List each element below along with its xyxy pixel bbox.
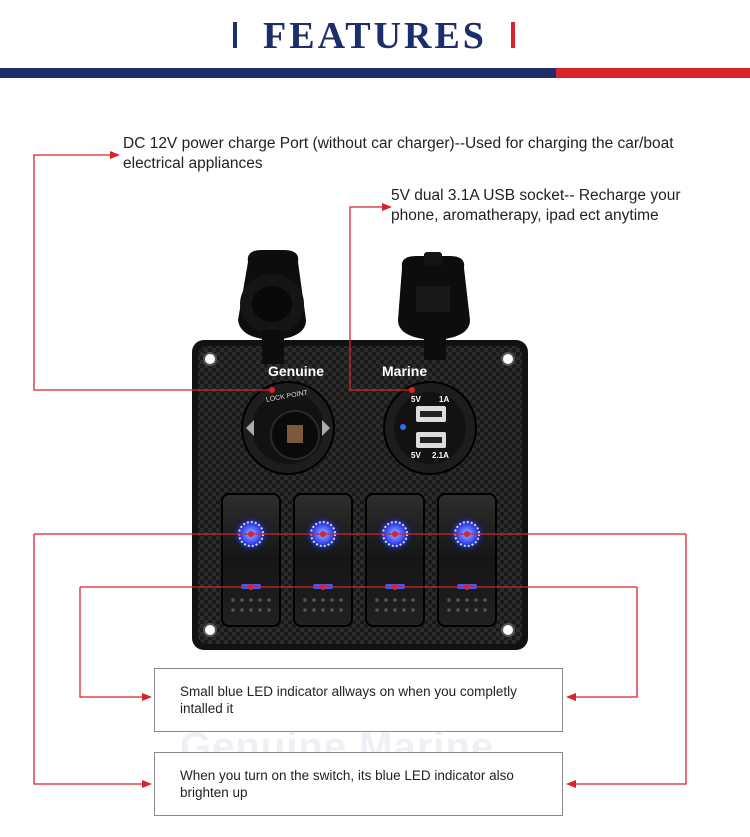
usb-socket: 5V 1A 5V 2.1A — [383, 381, 477, 475]
leader-switch-right — [574, 534, 687, 785]
leader-dots — [248, 387, 470, 590]
info-box-switch-led-text: When you turn on the switch, its blue LE… — [180, 768, 514, 800]
header-band-red — [556, 68, 750, 78]
callout-usb: 5V dual 3.1A USB socket-- Recharge your … — [391, 187, 681, 224]
rocker-switch[interactable] — [221, 493, 281, 627]
leader-usb — [349, 206, 412, 391]
leader-dot — [464, 531, 470, 537]
usb-bottom-volt: 5V — [411, 451, 421, 460]
leader-dot — [320, 584, 326, 590]
leader-arrowheads — [110, 151, 576, 788]
info-box-small-led: Small blue LED indicator allways on when… — [154, 668, 563, 732]
usb-led — [400, 424, 406, 430]
usb-bottom-amp: 2.1A — [432, 451, 449, 460]
header-band-blue — [0, 68, 556, 78]
rocker-switch[interactable] — [365, 493, 425, 627]
leader-switch-left — [33, 534, 144, 785]
info-box-small-led-text: Small blue LED indicator allways on when… — [180, 684, 517, 716]
callout-dc-port: DC 12V power charge Port (without car ch… — [123, 135, 674, 172]
usb-cap — [398, 252, 470, 360]
rocker-switch[interactable] — [293, 493, 353, 627]
screw-hole-br — [501, 623, 515, 637]
leader-dot — [320, 531, 326, 537]
leader-dot — [392, 584, 398, 590]
panel-brand-left: Genuine — [268, 363, 324, 379]
leader-small-right — [574, 587, 638, 698]
header: FEATURES — [0, 0, 750, 80]
info-box-switch-led: When you turn on the switch, its blue LE… — [154, 752, 563, 816]
dc-socket: LOCK POINT — [241, 381, 335, 475]
leader-dot — [392, 531, 398, 537]
title-left-accent — [233, 22, 237, 48]
leader-dot — [248, 531, 254, 537]
leader-dot — [464, 584, 470, 590]
leader-dc-port — [33, 154, 272, 391]
rocker-switch[interactable] — [437, 493, 497, 627]
title-right-accent — [511, 22, 515, 48]
leader-small-left — [79, 587, 144, 698]
page-title: FEATURES — [263, 15, 487, 57]
usb-top-volt: 5V — [411, 395, 421, 404]
leader-dot — [248, 584, 254, 590]
dc-socket-cap — [238, 250, 306, 364]
screw-hole-tl — [203, 352, 217, 366]
usb-top-amp: 1A — [439, 395, 449, 404]
screw-hole-bl — [203, 623, 217, 637]
leader-lines — [33, 154, 687, 785]
screw-hole-tr — [501, 352, 515, 366]
panel-brand-right: Marine — [382, 363, 427, 379]
